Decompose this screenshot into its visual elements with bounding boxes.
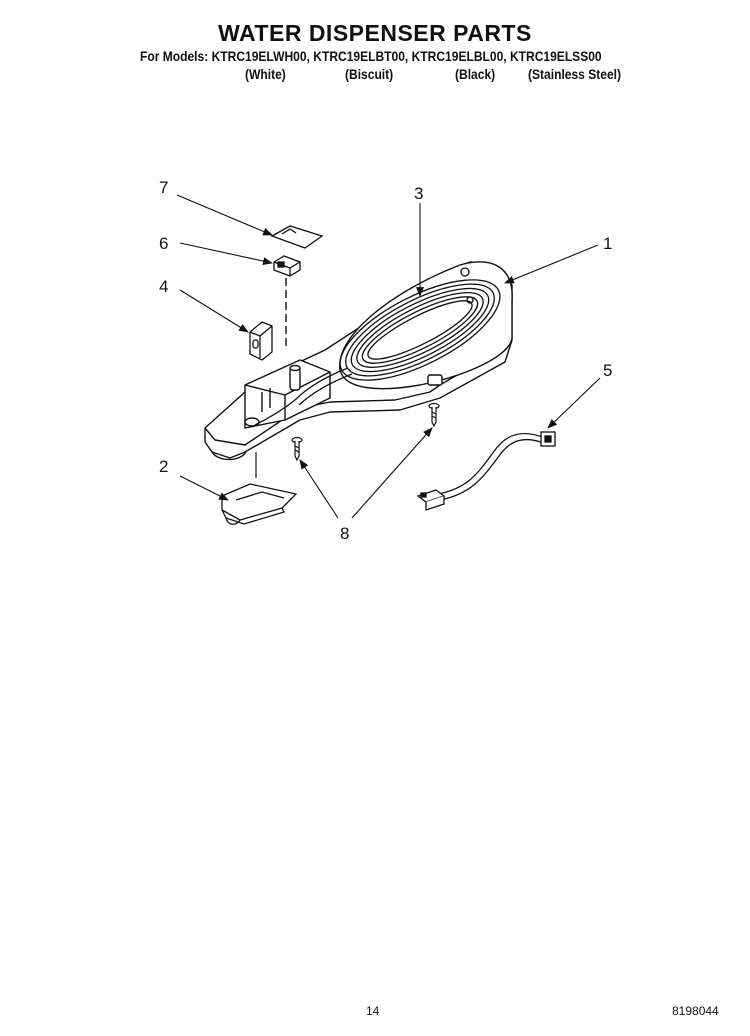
callout-6: 6 bbox=[159, 234, 168, 253]
callout-5: 5 bbox=[603, 361, 612, 380]
variant-stainless-steel: (Stainless Steel) bbox=[528, 66, 622, 82]
switch bbox=[273, 255, 301, 277]
callout-3: 3 bbox=[414, 184, 423, 203]
leader-lines bbox=[176, 194, 601, 519]
variant-white: (White) bbox=[245, 66, 286, 82]
document-number: 8198044 bbox=[672, 1004, 719, 1018]
screw-right bbox=[428, 402, 440, 428]
page-title: WATER DISPENSER PARTS bbox=[218, 20, 532, 46]
page-number: 14 bbox=[366, 1004, 380, 1018]
wire-harness bbox=[416, 431, 556, 511]
callout-1: 1 bbox=[603, 234, 612, 253]
bracket bbox=[249, 321, 273, 361]
callout-4: 4 bbox=[159, 277, 168, 296]
dispenser-housing bbox=[204, 261, 513, 461]
coiled-tubing bbox=[254, 267, 501, 426]
pad bbox=[270, 225, 324, 249]
variant-biscuit: (Biscuit) bbox=[345, 66, 394, 82]
callout-7: 7 bbox=[159, 178, 168, 197]
callout-8: 8 bbox=[340, 524, 349, 543]
actuator-lever bbox=[221, 483, 298, 525]
callout-2: 2 bbox=[159, 457, 168, 476]
models-line: For Models: KTRC19ELWH00, KTRC19ELBT00, … bbox=[140, 48, 602, 64]
variant-black: (Black) bbox=[455, 66, 496, 82]
screw-left bbox=[291, 436, 303, 462]
